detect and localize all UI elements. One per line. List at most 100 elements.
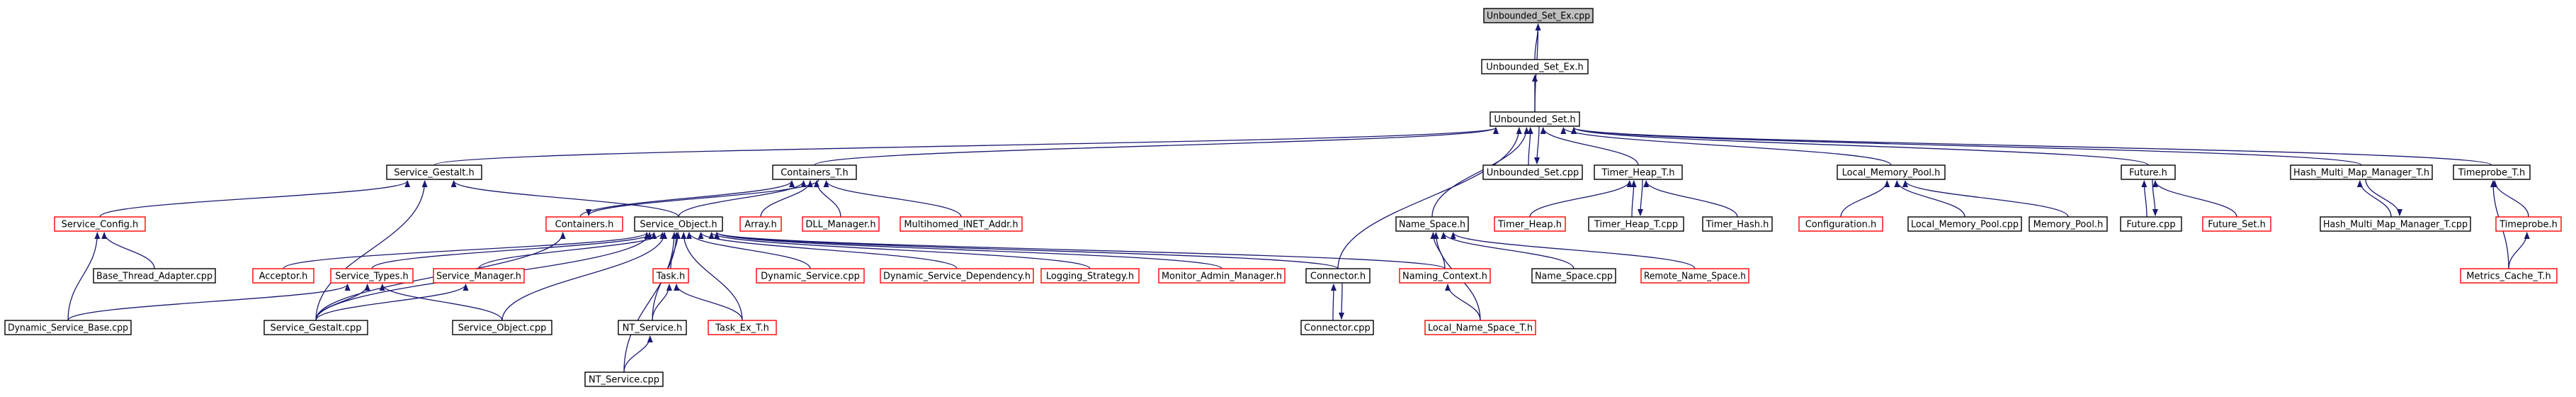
- file-node-naming-context-h[interactable]: Naming_Context.h: [1399, 268, 1491, 284]
- file-node-box[interactable]: [433, 268, 525, 284]
- file-node-box[interactable]: [545, 216, 623, 232]
- file-node-box[interactable]: [252, 268, 314, 284]
- file-node-service-gestalt-cpp[interactable]: Service_Gestalt.cpp: [263, 320, 368, 335]
- file-node-acceptor-h[interactable]: Acceptor.h: [252, 268, 314, 284]
- file-node-service-manager-h[interactable]: Service_Manager.h: [433, 268, 525, 284]
- file-node-dynamic-service-base-cpp[interactable]: Dynamic_Service_Base.cpp: [4, 320, 132, 335]
- file-node-name-space-h[interactable]: Name_Space.h: [1395, 216, 1469, 232]
- file-node-box[interactable]: [618, 320, 687, 335]
- file-node-monitor-admin-manager-h[interactable]: Monitor_Admin_Manager.h: [1158, 268, 1286, 284]
- file-node-box[interactable]: [1490, 111, 1580, 127]
- file-node-timer-heap-h[interactable]: Timer_Heap.h: [1494, 216, 1566, 232]
- file-node-nt-service-h[interactable]: NT_Service.h: [618, 320, 687, 335]
- file-node-hash-multi-map-manager-t-h[interactable]: Hash_Multi_Map_Manager_T.h: [2290, 164, 2433, 180]
- file-node-box[interactable]: [1588, 216, 1684, 232]
- file-node-task-ex-t-h[interactable]: Task_Ex_T.h: [708, 320, 777, 335]
- file-node-box[interactable]: [263, 320, 368, 335]
- file-node-box[interactable]: [1702, 216, 1773, 232]
- file-node-box[interactable]: [1531, 268, 1616, 284]
- file-node-box[interactable]: [1494, 216, 1566, 232]
- file-node-box[interactable]: [330, 268, 414, 284]
- file-node-future-cpp[interactable]: Future.cpp: [2120, 216, 2182, 232]
- file-node-nt-service-cpp[interactable]: NT_Service.cpp: [584, 371, 664, 387]
- file-node-box[interactable]: [1482, 164, 1583, 180]
- file-node-box[interactable]: [739, 216, 782, 232]
- file-node-connector-h[interactable]: Connector.h: [1305, 268, 1371, 284]
- file-node-box[interactable]: [708, 320, 777, 335]
- file-node-task-h[interactable]: Task.h: [652, 268, 689, 284]
- file-node-unbounded-set-ex-cpp[interactable]: Unbounded_Set_Ex.cpp: [1483, 8, 1594, 23]
- file-node-unbounded-set-ex-h[interactable]: Unbounded_Set_Ex.h: [1481, 59, 1589, 74]
- file-node-future-h[interactable]: Future.h: [2121, 164, 2176, 180]
- file-node-local-memory-pool-h[interactable]: Local_Memory_Pool.h: [1837, 164, 1946, 180]
- file-node-box[interactable]: [4, 320, 132, 335]
- file-node-dynamic-service-cpp[interactable]: Dynamic_Service.cpp: [756, 268, 865, 284]
- file-node-box[interactable]: [2453, 164, 2531, 180]
- file-node-box[interactable]: [2290, 164, 2433, 180]
- file-node-box[interactable]: [1837, 164, 1946, 180]
- file-node-timeprobe-t-h[interactable]: Timeprobe_T.h: [2453, 164, 2531, 180]
- file-node-containers-t-h[interactable]: Containers_T.h: [772, 164, 857, 180]
- file-node-service-config-h[interactable]: Service_Config.h: [54, 216, 146, 232]
- file-node-box[interactable]: [93, 268, 216, 284]
- file-node-box[interactable]: [1798, 216, 1883, 232]
- file-node-configuration-h[interactable]: Configuration.h: [1798, 216, 1883, 232]
- file-node-box[interactable]: [652, 268, 689, 284]
- file-node-box[interactable]: [1305, 268, 1371, 284]
- file-node-logging-strategy-h[interactable]: Logging_Strategy.h: [1040, 268, 1140, 284]
- file-node-timer-heap-t-h[interactable]: Timer_Heap_T.h: [1594, 164, 1683, 180]
- file-node-hash-multi-map-manager-t-cpp[interactable]: Hash_Multi_Map_Manager_T.cpp: [2320, 216, 2471, 232]
- file-node-box[interactable]: [772, 164, 857, 180]
- file-node-multihomed-inet-addr-h[interactable]: Multihomed_INET_Addr.h: [900, 216, 1023, 232]
- file-node-name-space-cpp[interactable]: Name_Space.cpp: [1531, 268, 1616, 284]
- file-node-box[interactable]: [1040, 268, 1140, 284]
- file-node-box[interactable]: [1424, 320, 1536, 335]
- file-node-array-h[interactable]: Array.h: [739, 216, 782, 232]
- file-node-remote-name-space-h[interactable]: Remote_Name_Space.h: [1640, 268, 1749, 284]
- file-node-box[interactable]: [54, 216, 146, 232]
- file-node-box[interactable]: [2495, 216, 2562, 232]
- file-node-box[interactable]: [1399, 268, 1491, 284]
- file-node-box[interactable]: [2121, 164, 2176, 180]
- file-node-connector-cpp[interactable]: Connector.cpp: [1300, 320, 1374, 335]
- file-node-unbounded-set-h[interactable]: Unbounded_Set.h: [1490, 111, 1580, 127]
- file-node-box[interactable]: [1300, 320, 1374, 335]
- file-node-box[interactable]: [880, 268, 1034, 284]
- file-node-future-set-h[interactable]: Future_Set.h: [2202, 216, 2271, 232]
- file-node-timer-heap-t-cpp[interactable]: Timer_Heap_T.cpp: [1588, 216, 1684, 232]
- file-node-memory-pool-h[interactable]: Memory_Pool.h: [2029, 216, 2108, 232]
- file-node-base-thread-adapter-cpp[interactable]: Base_Thread_Adapter.cpp: [93, 268, 216, 284]
- file-node-box[interactable]: [1594, 164, 1683, 180]
- file-node-box[interactable]: [2202, 216, 2271, 232]
- file-node-service-gestalt-h[interactable]: Service_Gestalt.h: [386, 164, 482, 180]
- file-node-box[interactable]: [584, 371, 664, 387]
- file-node-service-object-h[interactable]: Service_Object.h: [634, 216, 723, 232]
- file-node-box[interactable]: [802, 216, 880, 232]
- file-node-box[interactable]: [2120, 216, 2182, 232]
- file-node-box[interactable]: [900, 216, 1023, 232]
- file-node-local-name-space-t-h[interactable]: Local_Name_Space_T.h: [1424, 320, 1536, 335]
- file-node-box[interactable]: [1158, 268, 1286, 284]
- file-node-box[interactable]: [1640, 268, 1749, 284]
- file-node-box[interactable]: [634, 216, 723, 232]
- file-node-box[interactable]: [1907, 216, 2022, 232]
- file-node-local-memory-pool-cpp[interactable]: Local_Memory_Pool.cpp: [1907, 216, 2022, 232]
- file-node-box[interactable]: [386, 164, 482, 180]
- file-node-containers-h[interactable]: Containers.h: [545, 216, 623, 232]
- file-node-box[interactable]: [2460, 268, 2558, 284]
- file-node-service-types-h[interactable]: Service_Types.h: [330, 268, 414, 284]
- file-node-unbounded-set-cpp[interactable]: Unbounded_Set.cpp: [1482, 164, 1583, 180]
- file-node-dll-manager-h[interactable]: DLL_Manager.h: [802, 216, 880, 232]
- file-node-box[interactable]: [452, 320, 552, 335]
- file-node-box[interactable]: [2029, 216, 2108, 232]
- file-node-timer-hash-h[interactable]: Timer_Hash.h: [1702, 216, 1773, 232]
- file-node-metrics-cache-t-h[interactable]: Metrics_Cache_T.h: [2460, 268, 2558, 284]
- file-node-box[interactable]: [2320, 216, 2471, 232]
- file-node-service-object-cpp[interactable]: Service_Object.cpp: [452, 320, 552, 335]
- file-node-dynamic-service-dependency-h[interactable]: Dynamic_Service_Dependency.h: [880, 268, 1034, 284]
- file-node-box[interactable]: [1395, 216, 1469, 232]
- file-node-timeprobe-h[interactable]: Timeprobe.h: [2495, 216, 2562, 232]
- file-node-box[interactable]: [1481, 59, 1589, 74]
- file-node-box[interactable]: [1483, 8, 1594, 23]
- file-node-box[interactable]: [756, 268, 865, 284]
